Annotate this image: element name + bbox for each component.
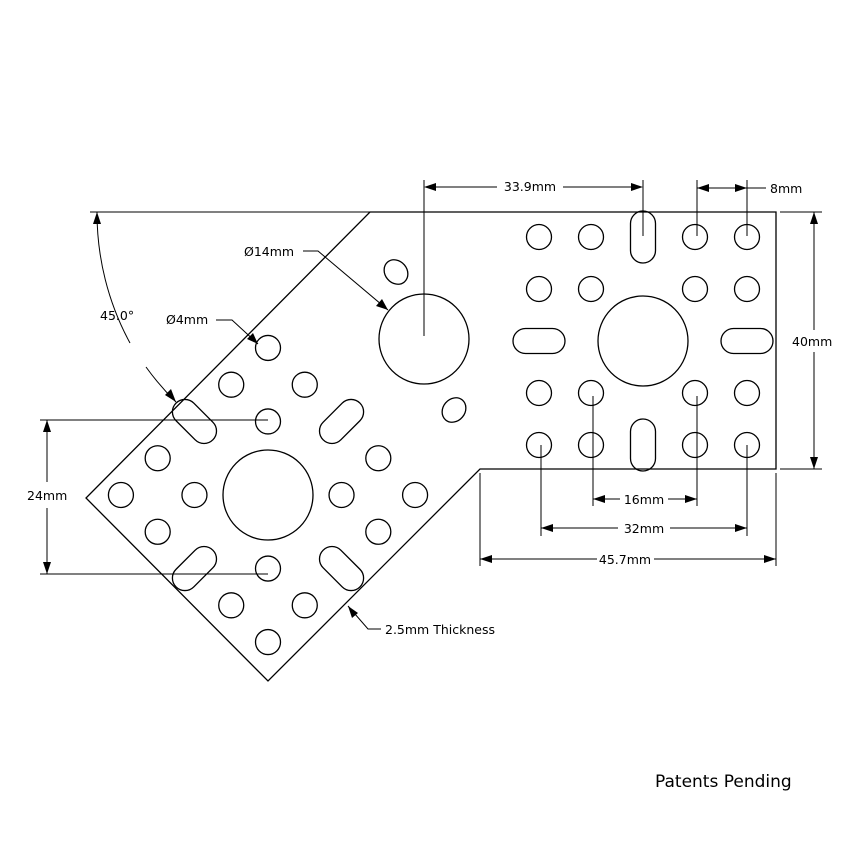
slot — [171, 545, 218, 592]
dim-24: 24mm — [27, 419, 268, 575]
bracket-outline — [85, 211, 777, 682]
slot — [720, 327, 774, 355]
callout-thickness-label: 2.5mm Thickness — [385, 622, 495, 637]
hole — [291, 592, 318, 619]
hole — [681, 431, 709, 459]
hole — [254, 334, 282, 362]
hole — [577, 275, 605, 303]
slot — [318, 398, 365, 445]
left-hole-pattern — [107, 334, 429, 656]
hole — [328, 481, 355, 509]
hole — [365, 445, 392, 472]
patents-pending-note: Patents Pending — [655, 772, 792, 792]
hole — [733, 379, 761, 407]
hole — [144, 445, 171, 472]
dim-16: 16mm — [592, 396, 698, 507]
dim-33-9-label: 33.9mm — [504, 179, 556, 194]
hole — [525, 223, 553, 251]
hole — [681, 275, 709, 303]
hole — [107, 481, 135, 509]
dim-40: 40mm — [780, 211, 832, 470]
callout-14mm-label: Ø14mm — [244, 244, 294, 259]
hole — [401, 481, 429, 509]
hole — [577, 223, 605, 251]
hole — [681, 379, 709, 407]
hole — [525, 275, 553, 303]
callout-4mm-label: Ø4mm — [166, 312, 208, 327]
hole — [218, 371, 245, 398]
hole — [525, 379, 553, 407]
dim-45-7-label: 45.7mm — [599, 552, 651, 567]
dim-angle-label: 45.0° — [100, 308, 134, 323]
callout-thickness: 2.5mm Thickness — [347, 605, 495, 637]
middle-small-slot-top — [383, 259, 409, 285]
hole — [577, 431, 605, 459]
dim-24-label: 24mm — [27, 488, 67, 503]
right-center-bore — [597, 295, 689, 387]
hole — [181, 481, 208, 509]
hole — [525, 431, 553, 459]
dim-32-label: 32mm — [624, 521, 664, 536]
dim-40-label: 40mm — [792, 334, 832, 349]
middle-small-slot-bottom — [441, 397, 467, 423]
dim-32: 32mm — [540, 445, 748, 536]
callout-4mm: Ø4mm — [166, 312, 259, 345]
hole — [365, 518, 392, 545]
hole — [577, 379, 605, 407]
hole — [733, 275, 761, 303]
dim-33-9: 33.9mm — [423, 179, 644, 336]
dim-angle: 45.0° — [90, 211, 370, 403]
hole — [254, 555, 282, 582]
hole — [291, 371, 318, 398]
hole — [681, 223, 709, 251]
dim-8: 8mm — [696, 180, 802, 236]
dim-8-label: 8mm — [770, 181, 802, 196]
hole — [254, 408, 282, 435]
dim-16-label: 16mm — [624, 492, 664, 507]
dim-45-7: 45.7mm — [479, 473, 777, 567]
left-center-bore — [222, 449, 314, 541]
hole — [254, 628, 282, 656]
hole — [144, 518, 171, 545]
slot — [629, 418, 657, 472]
right-hole-pattern — [512, 210, 774, 472]
slot — [318, 545, 365, 592]
slot — [512, 327, 566, 355]
hole — [218, 592, 245, 619]
callout-14mm: Ø14mm — [244, 244, 389, 311]
slot — [171, 398, 218, 445]
